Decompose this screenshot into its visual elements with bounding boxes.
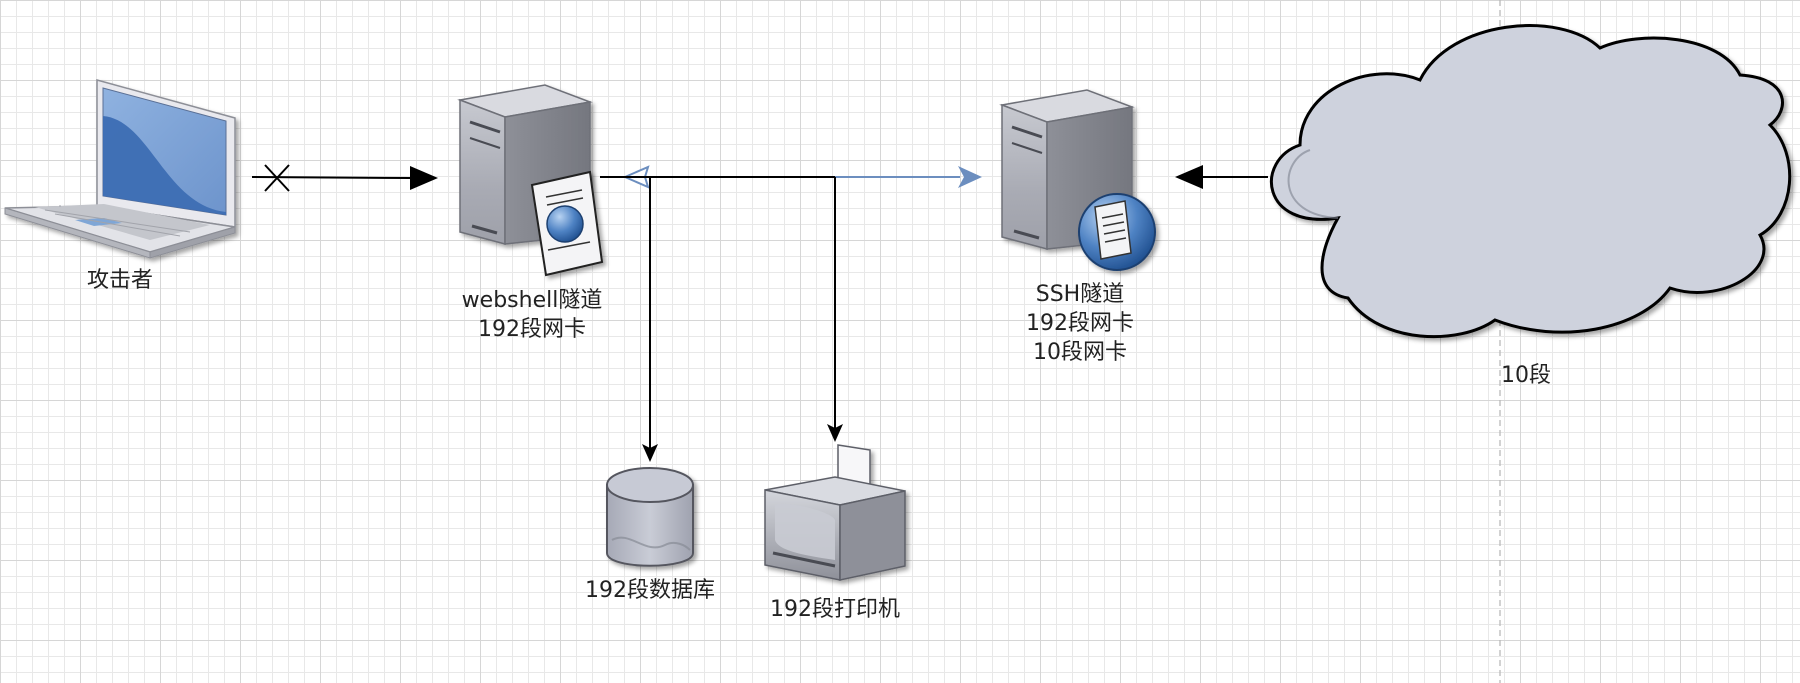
- printer-icon[interactable]: [764, 444, 906, 581]
- attacker-label-text: 攻击者: [86, 268, 154, 293]
- ssh-label-line-2: 192段网卡: [1026, 311, 1134, 336]
- webshell-label: webshell隧道 192段网卡: [462, 286, 603, 344]
- cloud-inner-shade: [1287, 149, 1339, 219]
- database-icon[interactable]: [606, 467, 694, 567]
- attacker-label: 攻击者: [87, 266, 153, 295]
- cloud-icon[interactable]: [1269, 24, 1792, 339]
- ssh-label-line-3: 10段网卡: [1033, 340, 1127, 365]
- arrowhead-printer: [827, 424, 843, 442]
- ssh-label-line-1: SSH隧道: [1035, 282, 1125, 307]
- webshell-label-line-1: webshell隧道: [461, 288, 603, 313]
- cloud-label: 10段: [1501, 361, 1551, 390]
- laptop-icon[interactable]: [4, 79, 236, 259]
- cross-marker-icon: [264, 164, 290, 192]
- cloud-label-text: 10段: [1501, 363, 1551, 388]
- printer-label-text: 192段打印机: [770, 597, 900, 622]
- file-server-icon[interactable]: [999, 89, 1135, 250]
- document-globe-icon: [1078, 193, 1156, 271]
- ssh-label: SSH隧道 192段网卡 10段网卡: [1026, 280, 1134, 367]
- arrowhead-database: [642, 444, 658, 462]
- database-label-text: 192段数据库: [585, 578, 715, 603]
- arrowhead-ssh: [958, 166, 982, 188]
- printer-label: 192段打印机: [770, 595, 900, 624]
- webshell-label-line-2: 192段网卡: [477, 317, 586, 342]
- arrowhead-ssh-from-cloud: [1175, 165, 1203, 189]
- arrowhead-webshell: [410, 166, 438, 190]
- web-page-icon: [530, 170, 604, 277]
- database-label: 192段数据库: [585, 576, 715, 605]
